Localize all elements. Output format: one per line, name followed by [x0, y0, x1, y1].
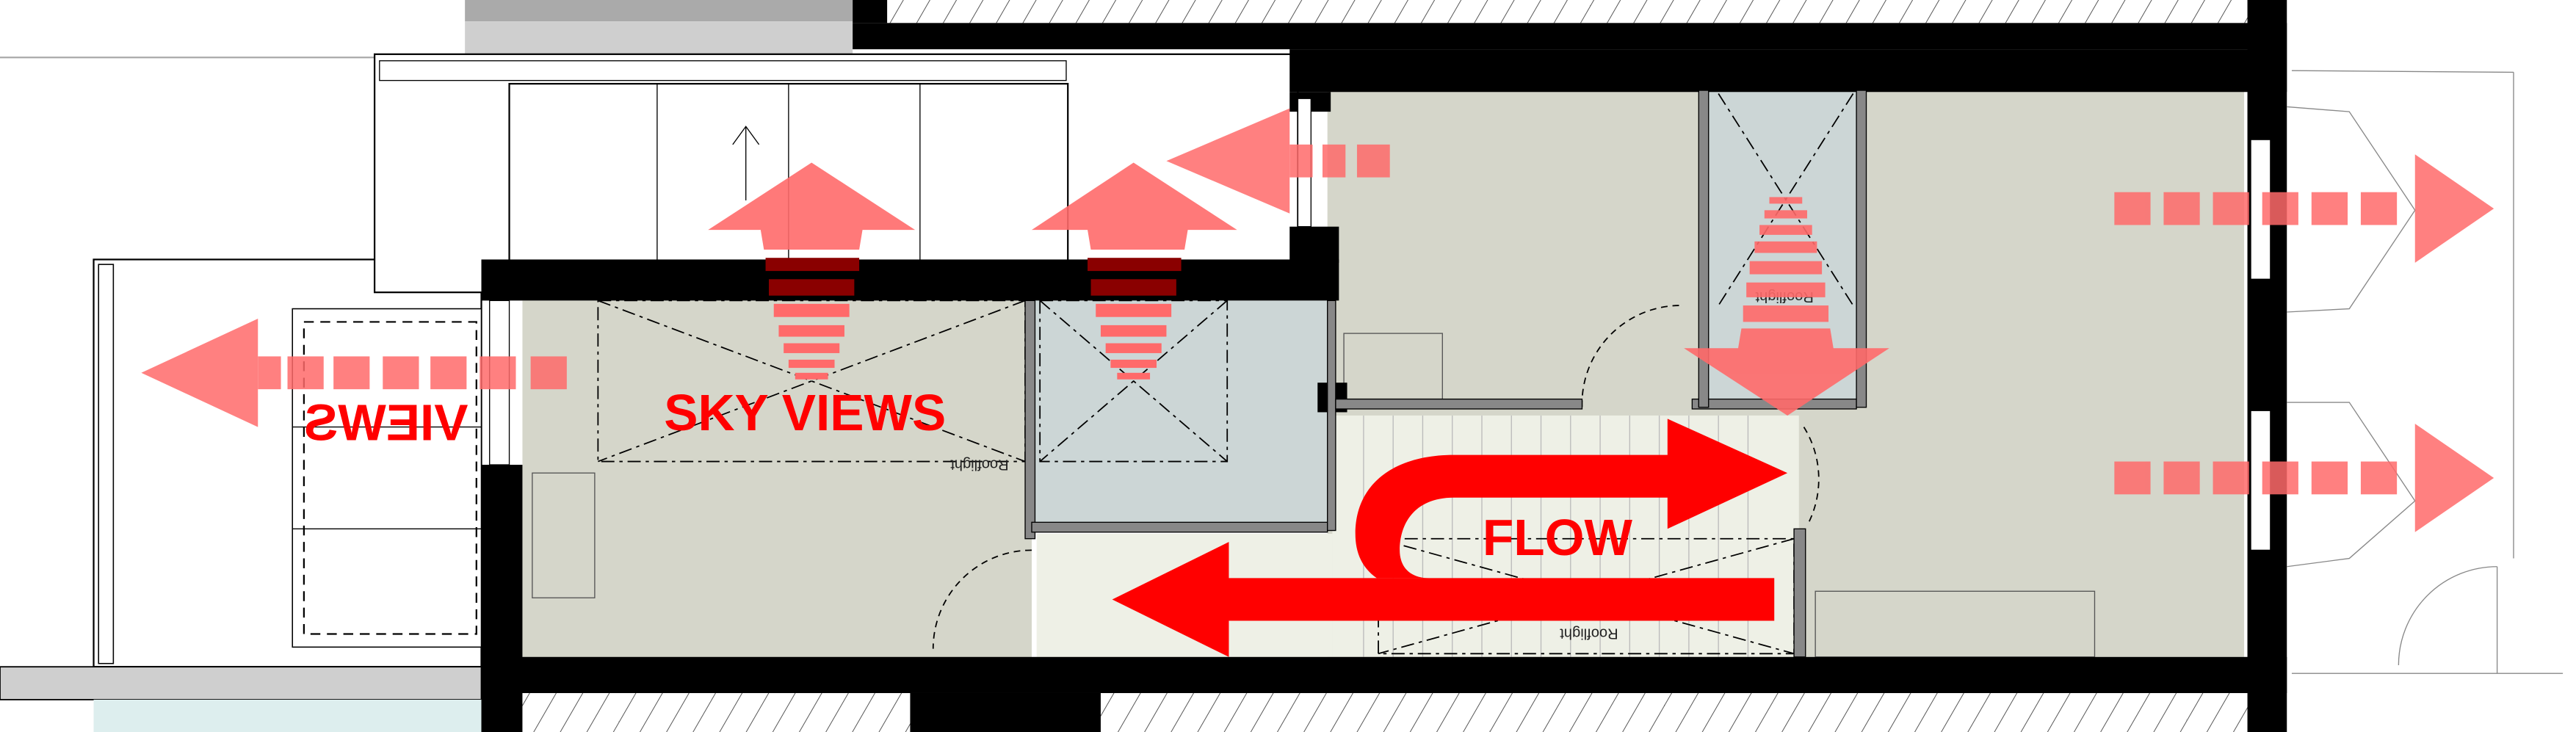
folding-doors — [373, 53, 1299, 294]
sky-arrow-2 — [1031, 162, 1237, 380]
interior-partitions — [1024, 90, 1867, 658]
views-arrow-right-upper — [2114, 154, 2494, 263]
views-arrow-top-left — [1166, 108, 1390, 214]
flow-arrow — [1112, 418, 1788, 657]
rooflight-label: Rooflight — [950, 456, 1009, 472]
party-wall-top — [887, 0, 2251, 23]
sky-views-label: SKY VIEWS — [664, 384, 946, 441]
rooflight-label: Rooflight — [1560, 626, 1618, 642]
door-swings — [932, 305, 1820, 649]
views-label: VIEWS — [304, 394, 468, 452]
flow-label: FLOW — [1483, 509, 1633, 566]
walls — [481, 0, 2287, 732]
views-arrow-right-lower — [2114, 424, 2494, 532]
party-wall-bottom-right — [1100, 692, 2251, 732]
views-arrow-left — [141, 318, 567, 427]
sky-arrow-down — [1684, 197, 1889, 416]
skylight-room-floor — [1031, 300, 1328, 531]
party-wall-bottom-left — [522, 692, 911, 732]
sky-arrow-1 — [708, 162, 916, 380]
living-room-floor — [522, 300, 1032, 662]
